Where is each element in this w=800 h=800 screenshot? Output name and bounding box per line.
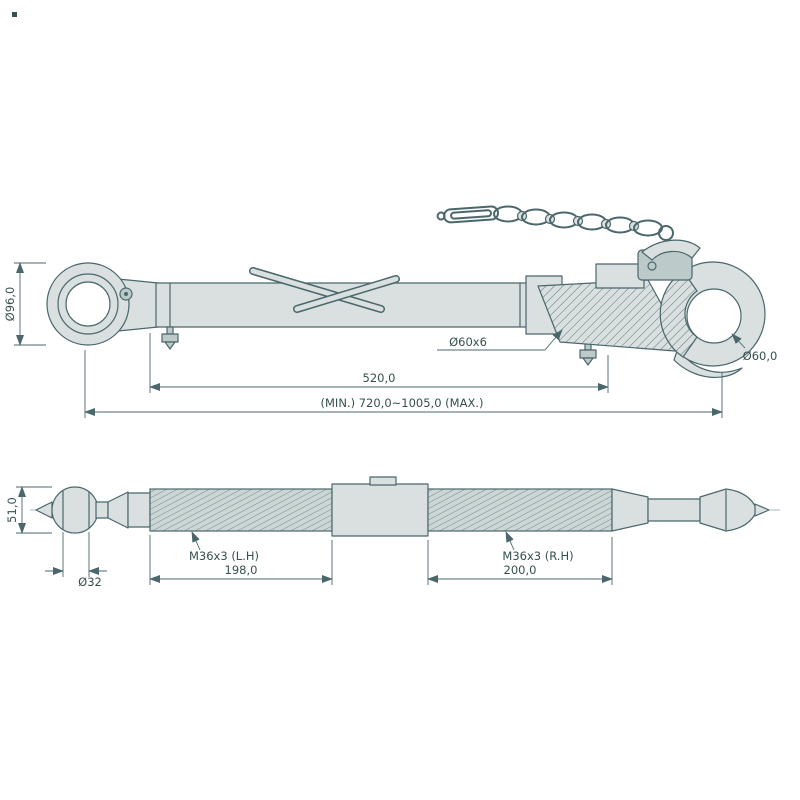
hook-ball-bore [686, 288, 742, 344]
tube [155, 282, 531, 328]
spindle-tip-right [754, 503, 770, 517]
label-ball-diameter: Ø32 [78, 575, 102, 589]
dimensions-bottom: 51,0 Ø32 M36x3 (L.H) 198,0 [5, 486, 613, 589]
taper [611, 488, 649, 532]
label-ball-height: 51,0 [5, 497, 19, 523]
dim-right-thread-length: 200,0 [427, 537, 613, 585]
dim-left-thread-length: 198,0 [149, 535, 333, 585]
dim-ball-diameter: Ø32 [45, 532, 107, 589]
label-tube-spec: Ø60x6 [449, 335, 487, 349]
rod [647, 498, 701, 522]
grease-nipple [161, 326, 179, 350]
label-eye-diameter: Ø96,0 [3, 287, 17, 322]
left-thread-section [149, 488, 333, 532]
eye-end [46, 262, 159, 346]
label-right-thread-length: 200,0 [504, 563, 537, 577]
hook-claw-lip [673, 347, 743, 379]
spindle [35, 476, 770, 537]
label-overall-length: (MIN.) 720,0~1005,0 (MAX.) [321, 396, 484, 410]
latch-pivot [647, 261, 657, 271]
hook-section-hatch [659, 270, 698, 358]
chain-spring-clip [436, 205, 499, 224]
shank [127, 492, 151, 528]
dim-overall-length: (MIN.) 720,0~1005,0 (MAX.) [84, 350, 723, 418]
label-left-thread-length: 198,0 [225, 563, 258, 577]
safety-chain [436, 205, 674, 241]
spindle-tip-left [35, 501, 53, 519]
neck [95, 501, 109, 519]
dim-left-thread: M36x3 (L.H) [189, 531, 259, 563]
dim-right-thread: M36x3 (R.H) [502, 531, 574, 563]
hook-latch [637, 239, 701, 281]
dim-hook-bore: Ø60,0 [731, 333, 778, 363]
ball-end [51, 486, 99, 534]
right-thread-section [427, 488, 613, 532]
eye-bore [65, 281, 111, 327]
grease-fitting-dot [124, 292, 128, 296]
bottom-view: 51,0 Ø32 M36x3 (L.H) 198,0 [5, 476, 780, 589]
dim-tube-spec: Ø60x6 [437, 329, 563, 351]
label-right-thread: M36x3 (R.H) [502, 549, 573, 563]
label-left-thread: M36x3 (L.H) [189, 549, 259, 563]
hook-end [525, 239, 766, 379]
end-knob [699, 488, 758, 532]
latch-housing [595, 263, 645, 289]
latch-lever [641, 239, 701, 261]
coupler-notch [369, 476, 397, 486]
dim-body-length: 520,0 [149, 333, 609, 393]
center-coupler [331, 483, 429, 537]
tommy-bars [249, 267, 400, 313]
dimensions-top: Ø96,0 Ø60x6 520,0 (MIN.) 720,0~1005,0 (M… [3, 262, 778, 418]
top-view: Ø96,0 Ø60x6 520,0 (MIN.) 720,0~1005,0 (M… [3, 205, 778, 418]
dim-ball-height: 51,0 [5, 486, 52, 534]
eye-ball-race [57, 273, 119, 335]
grease-nipple [579, 341, 597, 366]
cone-transition [107, 491, 129, 529]
dim-eye-diameter: Ø96,0 [3, 262, 46, 346]
label-hook-bore: Ø60,0 [743, 349, 778, 363]
chain-end-ring [658, 225, 674, 241]
label-body-length: 520,0 [363, 371, 396, 385]
corner-mark [12, 12, 17, 17]
